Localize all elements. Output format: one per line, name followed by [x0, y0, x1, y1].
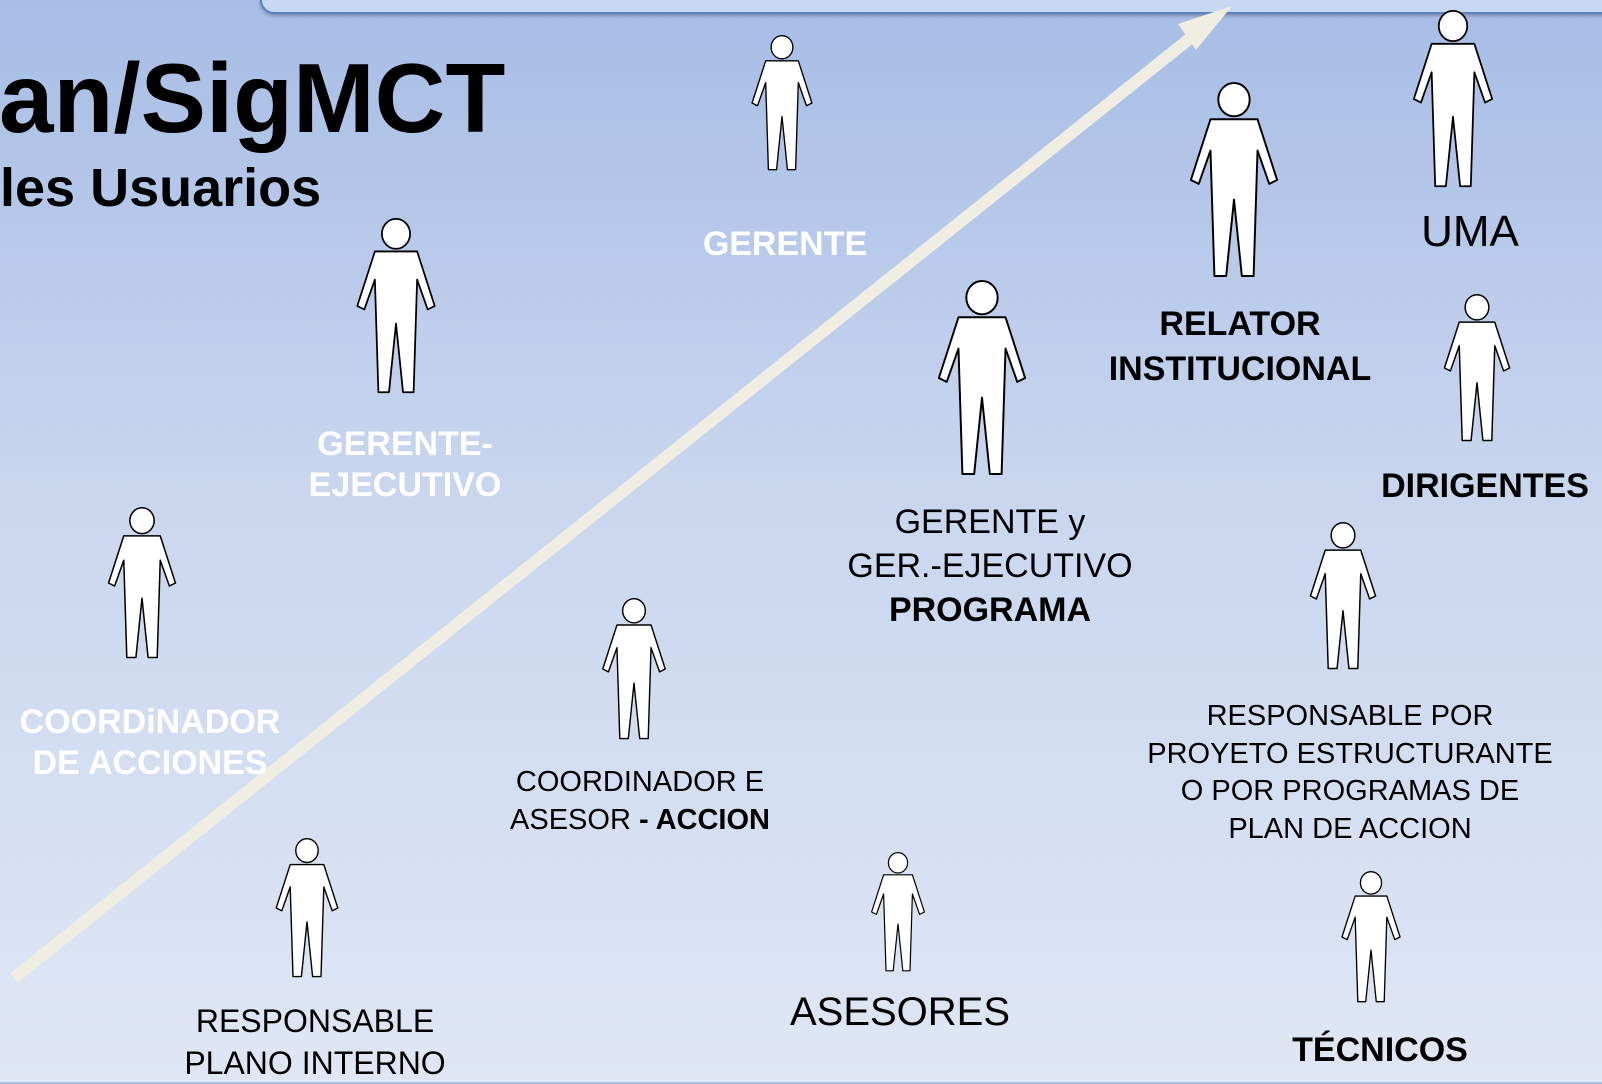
relator-institucional-figure	[1189, 82, 1279, 278]
gerente-ejecutivo-label: GERENTE- EJECUTIVO	[290, 424, 520, 506]
uma-label: UMA	[1421, 207, 1519, 256]
coordinador-acciones-line2: DE ACCIONES	[32, 743, 268, 782]
coordinador-acciones-label: COORDiNADOR DE ACCIONES	[0, 702, 300, 784]
tecnicos-label: TÉCNICOS	[1292, 1031, 1468, 1069]
gerente-programa-line1: GERENTE y	[894, 503, 1086, 541]
coordinador-asesor-line1: COORDINADOR E	[515, 766, 765, 798]
page-subtitle: les Usuarios	[0, 158, 322, 218]
gerente-ejecutivo-figure	[356, 217, 436, 394]
page-title: an/SigMCT	[0, 43, 506, 153]
responsable-plano-line2: PLANO INTERNO	[184, 1045, 446, 1082]
gerente-ejecutivo-line1: GERENTE-	[317, 425, 493, 463]
hierarchy-arrow	[10, 6, 1232, 983]
dirigentes-label: DIRIGENTES	[1381, 467, 1589, 505]
relator-institucional-label: RELATOR INSTITUCIONAL	[1090, 302, 1390, 392]
responsable-proyecto-label: RESPONSABLE POR PROYETO ESTRUCTURANTE O …	[1110, 698, 1590, 849]
tecnicos-figure	[1341, 870, 1401, 1003]
top-banner-bar	[260, 0, 1602, 14]
coordinador-asesor-line2-text: ASESOR	[510, 803, 639, 836]
responsable-proyecto-line3: O POR PROGRAMAS DE	[1180, 775, 1520, 808]
coordinador-asesor-figure	[602, 598, 666, 740]
responsable-plano-line1: RESPONSABLE	[195, 1003, 435, 1039]
coordinador-asesor-line2-bold: - ACCION	[638, 803, 770, 836]
coordinador-asesor-line2: ASESOR - ACCION	[480, 802, 800, 840]
gerente-programa-line3: PROGRAMA	[888, 591, 1092, 630]
responsable-proyecto-line1: RESPONSABLE POR	[1206, 700, 1494, 732]
coordinador-asesor-label: COORDINADOR E ASESOR - ACCION	[480, 764, 800, 839]
responsable-plano-figure	[275, 837, 339, 978]
gerente-label: GERENTE	[702, 225, 868, 263]
gerente-figure	[751, 34, 813, 171]
gerente-programa-label: GERENTE y GER.-EJECUTIVO PROGRAMA	[820, 500, 1160, 633]
gerente-programa-figure	[937, 280, 1027, 476]
dirigentes-figure	[1443, 294, 1511, 442]
responsable-proyecto-line4: PLAN DE ACCION	[1228, 813, 1472, 846]
responsable-proyecto-figure	[1309, 522, 1377, 670]
responsable-proyecto-line2: PROYETO ESTRUCTURANTE	[1147, 737, 1553, 770]
coordinador-acciones-figure	[107, 506, 177, 659]
responsable-plano-label: RESPONSABLE PLANO INTERNO	[150, 1000, 480, 1084]
coordinador-acciones-line1: COORDiNADOR	[19, 703, 281, 741]
asesores-label: ASESORES	[789, 990, 1011, 1034]
arrow-head	[1178, 6, 1232, 50]
gerente-programa-line2: GER.-EJECUTIVO	[847, 547, 1133, 586]
uma-figure	[1412, 10, 1494, 188]
relator-line1: RELATOR	[1159, 305, 1321, 343]
asesores-figure	[870, 852, 926, 972]
relator-line2: INSTITUCIONAL	[1108, 349, 1372, 388]
gerente-ejecutivo-line2: EJECUTIVO	[308, 465, 502, 504]
